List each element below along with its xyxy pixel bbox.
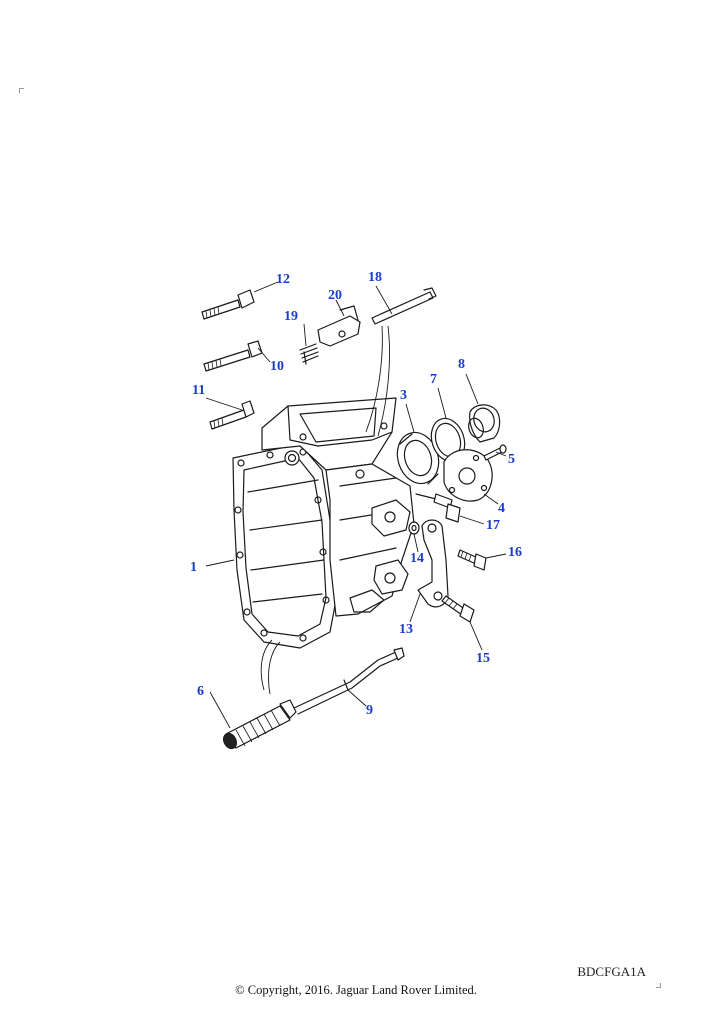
callout-15: 15 bbox=[476, 651, 490, 666]
bolt-10 bbox=[203, 340, 263, 372]
pipe-7 bbox=[293, 647, 405, 715]
callout-13: 13 bbox=[399, 622, 413, 637]
callout-16: 16 bbox=[508, 545, 522, 560]
callout-19: 19 bbox=[284, 309, 298, 324]
callout-1: 1 bbox=[190, 560, 197, 575]
transfer-case-housing bbox=[232, 397, 415, 649]
callout-5: 5 bbox=[508, 452, 515, 467]
callout-18: 18 bbox=[368, 270, 382, 285]
callout-8: 7 bbox=[430, 372, 437, 387]
callout-17: 17 bbox=[486, 518, 500, 533]
cover-plate-4 bbox=[443, 449, 493, 502]
bolt-15 bbox=[441, 595, 475, 623]
callout-10: 10 bbox=[270, 359, 284, 374]
filter-6 bbox=[223, 639, 297, 750]
crop-mark-top-left bbox=[19, 88, 24, 93]
callout-4: 4 bbox=[498, 501, 505, 516]
washer-14 bbox=[408, 521, 420, 535]
callout-12: 12 bbox=[276, 272, 290, 287]
shift-rod-18 bbox=[365, 287, 437, 437]
bolt-16 bbox=[457, 549, 487, 571]
diagram-part-code: BDCFGA1A bbox=[577, 964, 646, 979]
callout-20: 20 bbox=[328, 288, 342, 303]
callout-7: 9 bbox=[366, 703, 373, 718]
seal-3 bbox=[396, 431, 440, 485]
callout-6: 6 bbox=[197, 684, 204, 699]
switch-17 bbox=[415, 493, 461, 523]
bolt-11 bbox=[209, 400, 255, 430]
bolt-12 bbox=[201, 289, 255, 320]
callout-3: 3 bbox=[400, 388, 407, 403]
copyright-notice: © Copyright, 2016. Jaguar Land Rover Lim… bbox=[235, 983, 477, 997]
callout-11: 11 bbox=[192, 383, 206, 398]
callout-9: 8 bbox=[458, 357, 465, 372]
bush-9 bbox=[468, 404, 501, 443]
spring-19 bbox=[299, 343, 319, 365]
plunger-20 bbox=[317, 305, 361, 347]
callout-14: 14 bbox=[410, 551, 424, 566]
leader-lines bbox=[205, 281, 507, 729]
screw-5 bbox=[483, 444, 507, 461]
crop-mark-bottom-right bbox=[656, 983, 661, 988]
